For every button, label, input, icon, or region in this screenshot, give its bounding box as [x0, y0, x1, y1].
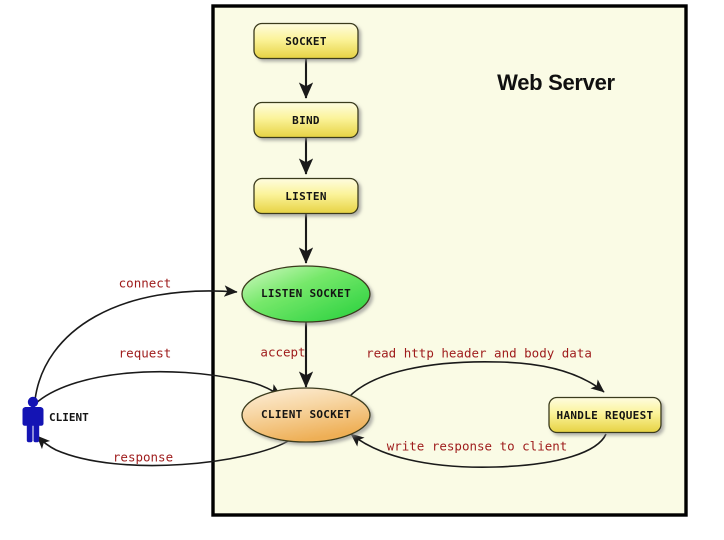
- node-client-socket[interactable]: CLIENT SOCKET: [241, 387, 371, 443]
- node-socket-label: SOCKET: [285, 35, 327, 48]
- node-listen-socket-shape[interactable]: [241, 265, 371, 323]
- node-bind-label: BIND: [292, 114, 320, 127]
- edge-connect: [34, 285, 238, 401]
- node-bind[interactable]: BIND: [253, 101, 359, 139]
- node-client-socket-label: CLIENT SOCKET: [261, 408, 351, 421]
- node-listen-shape[interactable]: [253, 177, 359, 215]
- edge-response: [36, 435, 291, 467]
- node-socket[interactable]: SOCKET: [253, 22, 359, 60]
- edge-label-request: request: [119, 346, 172, 361]
- edge-label-read-http: read http header and body data: [366, 346, 592, 361]
- edge-label-write-response: write response to client: [387, 439, 568, 454]
- node-socket-shape[interactable]: [253, 22, 359, 60]
- edge-write-response: [350, 433, 607, 468]
- node-listen-socket[interactable]: LISTEN SOCKET: [241, 265, 371, 323]
- client-actor[interactable]: CLIENT: [22, 396, 90, 443]
- person-icon: [22, 396, 44, 443]
- node-handle-request[interactable]: HANDLE REQUEST: [548, 396, 662, 434]
- node-handle-request-label: HANDLE REQUEST: [557, 409, 654, 422]
- edge-request: [34, 370, 282, 405]
- node-client-socket-shape[interactable]: [241, 387, 371, 443]
- node-listen-socket-label: LISTEN SOCKET: [261, 287, 351, 300]
- edge-read-http: [347, 360, 605, 399]
- edge-label-connect: connect: [119, 276, 172, 291]
- node-listen-label: LISTEN: [285, 190, 327, 203]
- edge-label-accept: accept: [260, 345, 305, 360]
- node-bind-shape[interactable]: [253, 101, 359, 139]
- edge-label-response: response: [113, 450, 173, 465]
- node-listen[interactable]: LISTEN: [253, 177, 359, 215]
- node-handle-request-shape[interactable]: [548, 396, 662, 434]
- client-actor-label: CLIENT: [49, 411, 89, 424]
- page-title: Web Server: [497, 70, 615, 95]
